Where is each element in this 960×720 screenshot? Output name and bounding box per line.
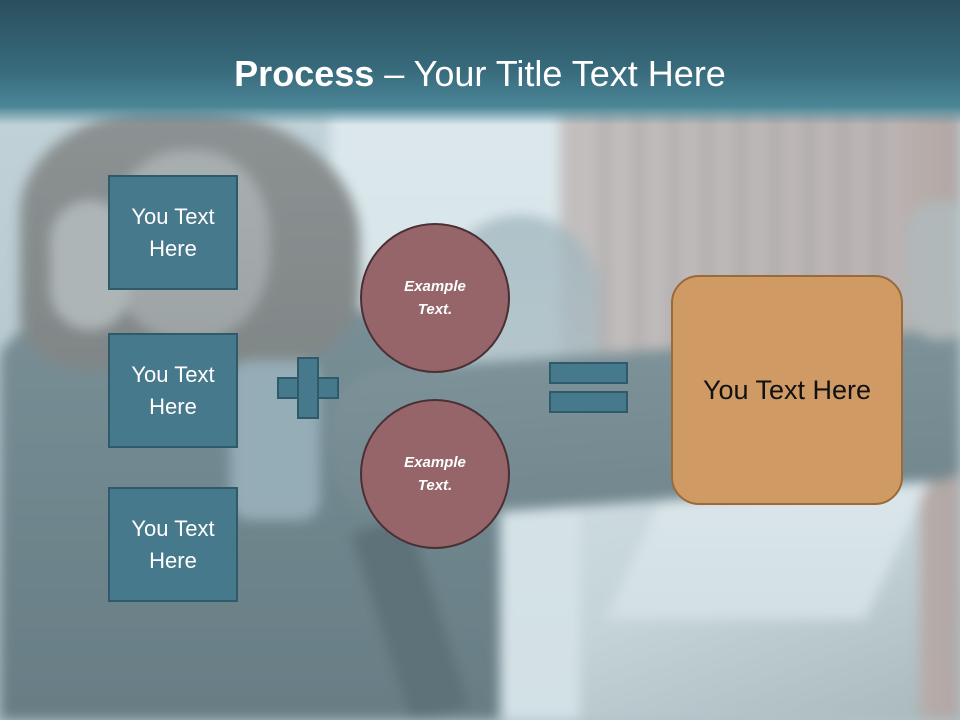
title-bar: [0, 0, 960, 125]
text-box-2[interactable]: You Text Here: [108, 333, 238, 448]
plus-icon: [277, 357, 339, 419]
title-rest: – Your Title Text Here: [374, 53, 726, 94]
text-box-1[interactable]: You Text Here: [108, 175, 238, 290]
equals-bar-bottom: [549, 391, 628, 413]
equals-bar-top: [549, 362, 628, 384]
page-title: Process – Your Title Text Here: [0, 50, 960, 98]
circle-1[interactable]: Example Text.: [360, 223, 510, 373]
title-bold: Process: [234, 53, 375, 94]
result-box[interactable]: You Text Here: [671, 275, 903, 505]
text-box-3[interactable]: You Text Here: [108, 487, 238, 602]
circle-2[interactable]: Example Text.: [360, 399, 510, 549]
bg-person-hand-right: [905, 200, 960, 340]
